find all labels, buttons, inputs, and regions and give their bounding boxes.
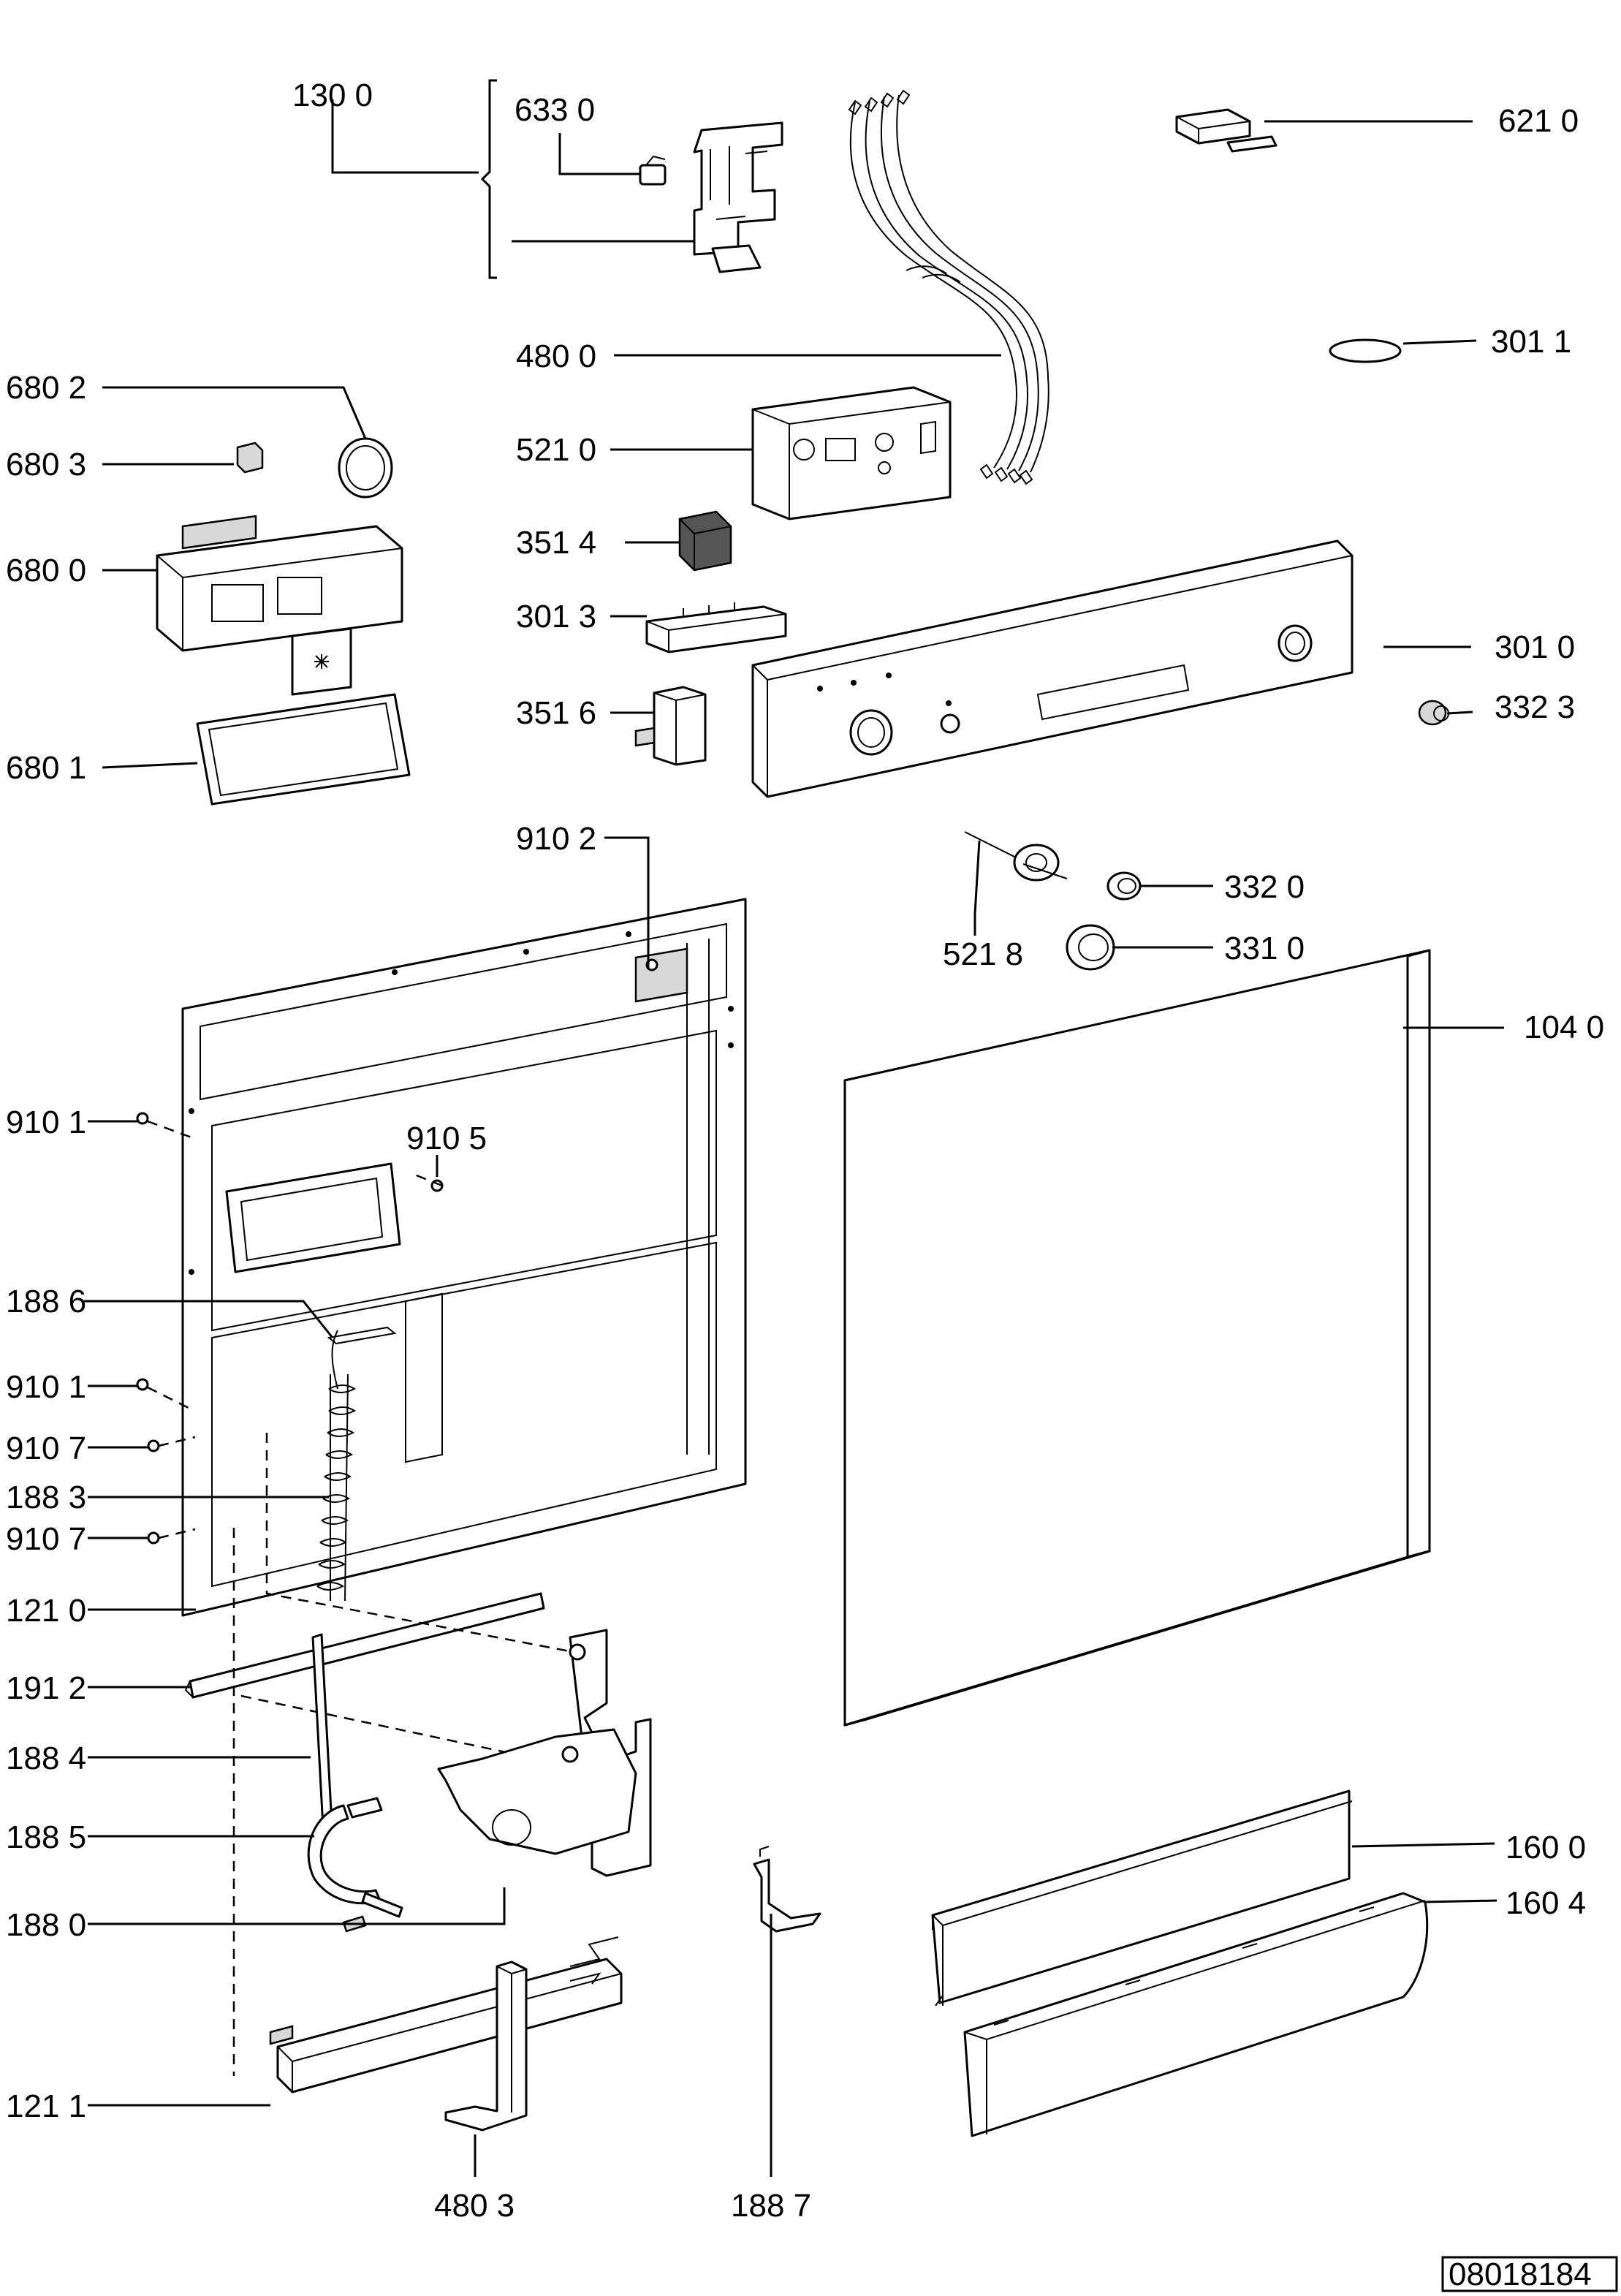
label-188-3: 188 3 [6,1479,86,1515]
label-910-7-a: 910 7 [6,1431,86,1466]
leader-lines [84,79,1504,2177]
label-910-1-a: 910 1 [6,1105,86,1140]
part-301-3-key-strip [645,602,787,653]
document-number-text: 08018184 [1449,2257,1592,2292]
label-910-7-b: 910 7 [6,1521,86,1557]
label-480-0: 480 0 [516,338,596,374]
part-680-1-gasket [196,693,411,806]
part-521-0-control-board [751,386,952,520]
part-160-0-plinth-rail [931,1789,1353,2007]
label-910-1-b: 910 1 [6,1369,86,1405]
part-332-0-knob [1106,871,1142,901]
part-480-0-wiring-harness [848,89,1049,485]
part-188-5-clip [307,1797,403,1933]
label-188-7: 188 7 [731,2188,811,2224]
label-351-4: 351 4 [516,525,596,561]
label-191-2: 191 2 [6,1670,86,1706]
label-301-3: 301 3 [516,599,596,634]
part-633-0-switch [639,155,667,186]
part-121-0-inner-door [181,898,747,1617]
label-910-5: 910 5 [406,1121,487,1156]
label-521-8: 521 8 [943,936,1023,972]
label-910-2: 910 2 [516,821,596,857]
label-121-0: 121 0 [6,1593,86,1629]
label-332-3: 332 3 [1495,689,1575,725]
label-160-4: 160 4 [1506,1885,1586,1921]
label-680-0: 680 0 [6,553,86,588]
alignment-lines [232,1433,585,2076]
part-188-0-hinge [437,1629,652,1877]
part-332-3-knob [1418,700,1449,726]
part-351-6-bracket [634,686,707,766]
part-621-0-module [1175,108,1278,153]
part-104-0-door-panel [843,949,1431,1727]
label-188-0: 188 0 [6,1907,86,1943]
part-351-4-relay [678,510,732,572]
label-188-5: 188 5 [6,1819,86,1855]
label-521-0: 521 0 [516,432,596,468]
label-351-6: 351 6 [516,695,596,731]
label-188-6: 188 6 [6,1284,86,1319]
callout-labels: 130 0 633 0 621 0 301 1 480 0 680 2 680 … [6,77,1604,2224]
part-680-0-dispenser [156,515,403,696]
label-331-0: 331 0 [1224,931,1305,966]
label-680-2: 680 2 [6,370,86,406]
label-104-0: 104 0 [1524,1009,1604,1045]
document-number: 08018184 [1441,2256,1618,2292]
label-332-0: 332 0 [1224,869,1305,905]
part-521-8-sensor [964,831,1068,882]
part-331-0-knob-ring [1066,924,1115,971]
label-301-1: 301 1 [1491,324,1571,360]
label-621-0: 621 0 [1498,103,1579,139]
label-188-4: 188 4 [6,1740,86,1776]
part-188-3-spring [316,1326,397,1602]
part-301-1-lens [1329,338,1402,363]
label-633-0: 633 0 [515,92,595,128]
part-480-3-bracket [444,1960,528,2132]
label-301-0: 301 0 [1495,629,1575,665]
part-301-0-control-panel [751,539,1354,798]
part-130-0-door-lock [693,121,783,273]
label-680-1: 680 1 [6,750,86,786]
screws [136,958,658,1545]
label-130-0: 130 0 [292,77,373,113]
part-188-7-bracket [753,1846,821,1933]
label-680-3: 680 3 [6,447,86,482]
part-680-2-ring [338,437,393,499]
label-160-0: 160 0 [1506,1830,1586,1865]
part-121-1-lower-strip [269,1936,623,2094]
part-680-3-clip [236,442,264,474]
label-121-1: 121 1 [6,2088,86,2124]
part-191-2-rail [184,1592,545,1699]
label-480-3: 480 3 [434,2188,515,2224]
